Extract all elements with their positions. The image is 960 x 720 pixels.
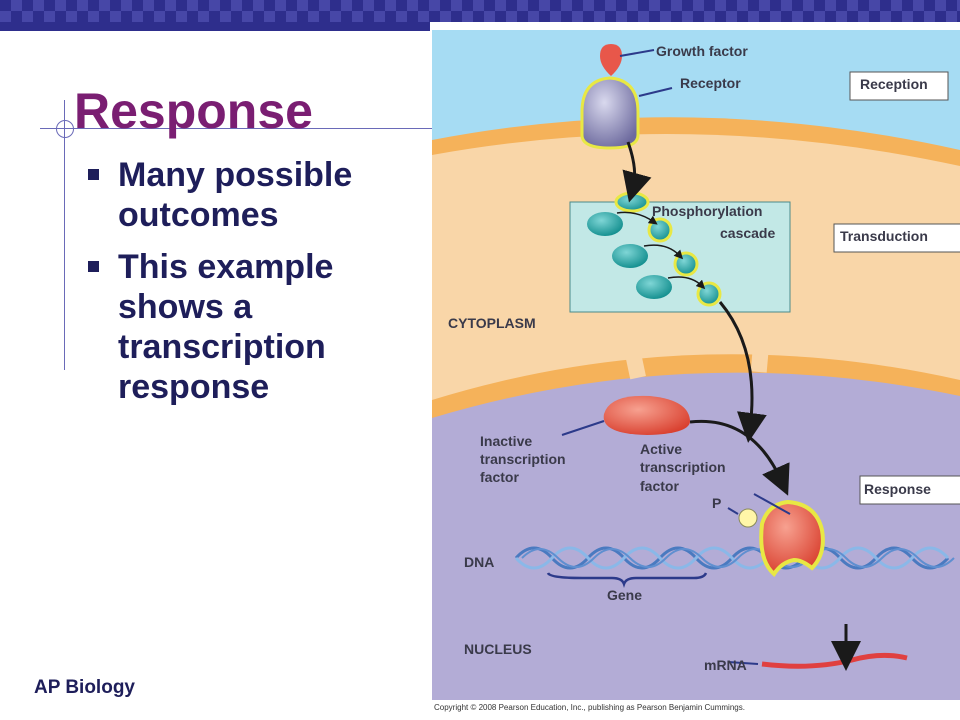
label-cytoplasm: CYTOPLASM [448,315,536,331]
cascade-arrow [616,211,658,225]
label-receptor: Receptor [680,75,741,91]
label-active-line2: transcription [640,459,726,475]
decor-horizontal-line [40,128,432,129]
signal-arrow [689,419,790,496]
signal-pathway-figure: Growth factor Receptor Reception Phospho… [432,30,960,700]
label-active-line3: factor [640,478,679,494]
kinase-molecule [614,191,650,213]
bullet-list: Many possible outcomes This example show… [86,155,416,419]
label-inactive-line2: transcription [480,451,566,467]
leader-line [727,661,759,665]
label-dna: DNA [464,554,494,570]
nuclear-pore [750,341,770,373]
kinase-molecule [673,251,699,277]
leader-line [638,87,673,97]
transduction-tag [833,223,960,253]
sub-bar [0,22,430,31]
slide-title: Response [74,83,313,139]
growth-factor-molecule [600,44,622,76]
nuclear-pore [624,346,646,380]
kinase-molecule [587,212,623,236]
leader-line [561,420,605,436]
square-bullet-icon [88,261,99,272]
square-bullet-icon [88,169,99,180]
bullet-text: Many possible outcomes [118,156,353,234]
nucleus-region [432,372,960,700]
label-response: Response [864,481,931,497]
reception-tag [849,71,949,101]
label-phosphate: P [712,495,721,511]
label-growth-factor: Growth factor [656,43,748,59]
decor-vertical-line [64,100,65,370]
pathway-diagram: Growth factor Receptor Reception Phospho… [432,30,960,700]
kinase-molecule [636,275,672,299]
inactive-transcription-factor [603,395,690,435]
kinase-molecule [612,244,648,268]
label-mrna: mRNA [704,657,747,673]
leader-line [619,49,655,57]
footer-label: AP Biology [34,677,135,698]
leader-line [753,493,791,515]
label-gene: Gene [607,587,642,603]
label-inactive-line3: factor [480,469,519,485]
bullet-item: This example shows a transcription respo… [86,247,416,407]
top-bar [0,0,960,22]
label-transduction: Transduction [840,228,928,244]
label-reception: Reception [860,76,928,92]
receptor-protein [580,76,640,150]
label-inactive-line1: Inactive [480,433,532,449]
label-active-line1: Active [640,441,682,457]
signal-arrow [718,301,767,443]
response-tag [859,475,960,505]
cascade-arrow [643,244,684,260]
decor-crosshair-circle [56,120,74,138]
label-phosphorylation: Phosphorylation [652,203,762,219]
label-nucleus: NUCLEUS [464,641,532,657]
leader-line [727,507,739,515]
top-bar-pattern [0,0,960,22]
bullet-item: Many possible outcomes [86,155,416,235]
bullet-text: This example shows a transcription respo… [118,248,334,406]
dna-helix [514,546,955,570]
cascade-arrow [667,276,706,290]
kinase-molecule [647,217,673,243]
label-cascade: cascade [720,225,775,241]
active-transcription-factor [759,499,825,578]
signal-arrow [622,141,652,203]
gene-brace [546,572,708,588]
phosphate-group [738,508,758,528]
copyright-notice: Copyright © 2008 Pearson Education, Inc.… [434,703,745,712]
